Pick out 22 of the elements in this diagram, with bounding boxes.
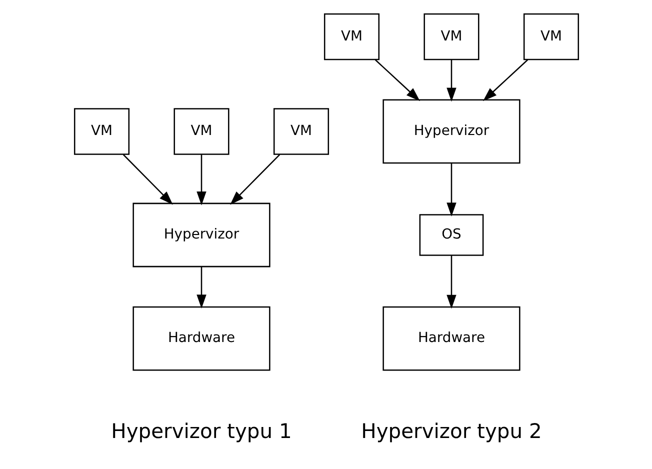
arrow	[230, 154, 280, 204]
node-box: Hardware	[382, 306, 520, 370]
node-box: VM	[323, 12, 380, 60]
label: Hypervizor typu 1	[110, 418, 292, 443]
node-box: Hypervizor	[382, 98, 520, 164]
arrow	[446, 162, 456, 216]
node-box: VM	[272, 108, 329, 154]
arrow	[196, 266, 206, 308]
arrow	[122, 154, 172, 204]
node-box: VM	[522, 12, 579, 60]
node-box: VM	[173, 108, 229, 154]
arrow	[374, 58, 420, 101]
node-box: VM	[73, 108, 130, 154]
label: Hypervizor typu 2	[360, 418, 542, 443]
arrow	[446, 59, 456, 102]
arrow	[446, 254, 456, 308]
node-box: VM	[423, 12, 479, 60]
arrow	[196, 154, 206, 205]
node-box: OS	[418, 214, 484, 256]
arrow	[482, 58, 528, 101]
node-box: Hardware	[132, 306, 270, 370]
node-box: Hypervizor	[132, 202, 270, 267]
